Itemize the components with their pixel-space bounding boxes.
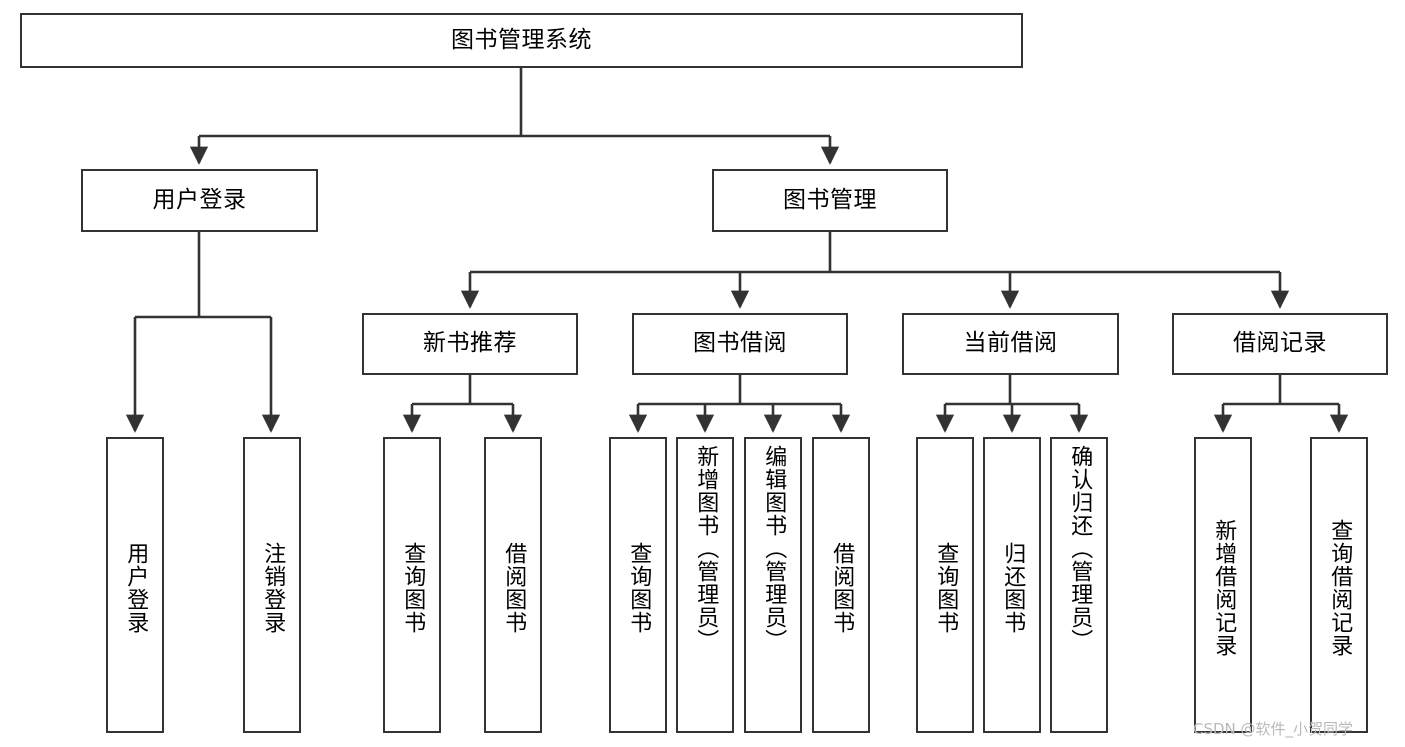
node-leaf-logout[interactable]: 注销登录 (243, 437, 301, 733)
node-new-book-recommend-label: 新书推荐 (423, 330, 517, 357)
node-current-borrow[interactable]: 当前借阅 (902, 313, 1119, 375)
node-leaf-edit-book-label: 编辑图书（管理员） (761, 445, 787, 652)
node-leaf-return-book[interactable]: 归还图书 (983, 437, 1041, 733)
node-leaf-return-book-label: 归还图书 (1000, 542, 1026, 634)
node-new-book-recommend[interactable]: 新书推荐 (362, 313, 578, 375)
node-root[interactable]: 图书管理系统 (20, 13, 1023, 68)
node-leaf-confirm-return[interactable]: 确认归还（管理员） (1050, 437, 1108, 733)
node-leaf-query-book-3[interactable]: 查询图书 (916, 437, 974, 733)
node-user-login-label: 用户登录 (152, 186, 247, 213)
node-leaf-add-book[interactable]: 新增图书（管理员） (676, 437, 734, 733)
node-user-login[interactable]: 用户登录 (81, 169, 318, 232)
node-book-management[interactable]: 图书管理 (712, 169, 948, 232)
node-book-management-label: 图书管理 (783, 186, 877, 213)
node-borrow-record-label: 借阅记录 (1233, 330, 1327, 357)
node-leaf-borrow-book-2-label: 借阅图书 (829, 542, 855, 634)
node-leaf-logout-label: 注销登录 (260, 542, 286, 634)
node-leaf-add-record[interactable]: 新增借阅记录 (1194, 437, 1252, 733)
node-current-borrow-label: 当前借阅 (963, 330, 1058, 357)
node-leaf-borrow-book-1[interactable]: 借阅图书 (484, 437, 542, 733)
node-leaf-borrow-book-2[interactable]: 借阅图书 (812, 437, 870, 733)
node-leaf-user-login-label: 用户登录 (123, 542, 149, 634)
node-leaf-add-book-label: 新增图书（管理员） (693, 445, 719, 652)
node-leaf-borrow-book-1-label: 借阅图书 (501, 542, 527, 634)
node-root-label: 图书管理系统 (451, 26, 592, 53)
node-leaf-query-book-2[interactable]: 查询图书 (609, 437, 667, 733)
node-leaf-add-record-label: 新增借阅记录 (1211, 519, 1237, 657)
node-leaf-query-book-1[interactable]: 查询图书 (383, 437, 441, 733)
node-leaf-confirm-return-label: 确认归还（管理员） (1067, 445, 1093, 652)
node-leaf-edit-book[interactable]: 编辑图书（管理员） (744, 437, 802, 733)
node-leaf-query-book-2-label: 查询图书 (626, 542, 652, 634)
node-leaf-query-record-label: 查询借阅记录 (1327, 519, 1353, 657)
node-leaf-user-login[interactable]: 用户登录 (106, 437, 164, 733)
watermark: CSDN @软件_小贺同学 (1193, 720, 1354, 738)
node-book-borrow-label: 图书借阅 (693, 330, 787, 357)
node-leaf-query-book-3-label: 查询图书 (933, 542, 959, 634)
node-leaf-query-record[interactable]: 查询借阅记录 (1310, 437, 1368, 733)
node-book-borrow[interactable]: 图书借阅 (632, 313, 848, 375)
node-leaf-query-book-1-label: 查询图书 (400, 542, 426, 634)
node-borrow-record[interactable]: 借阅记录 (1172, 313, 1388, 375)
